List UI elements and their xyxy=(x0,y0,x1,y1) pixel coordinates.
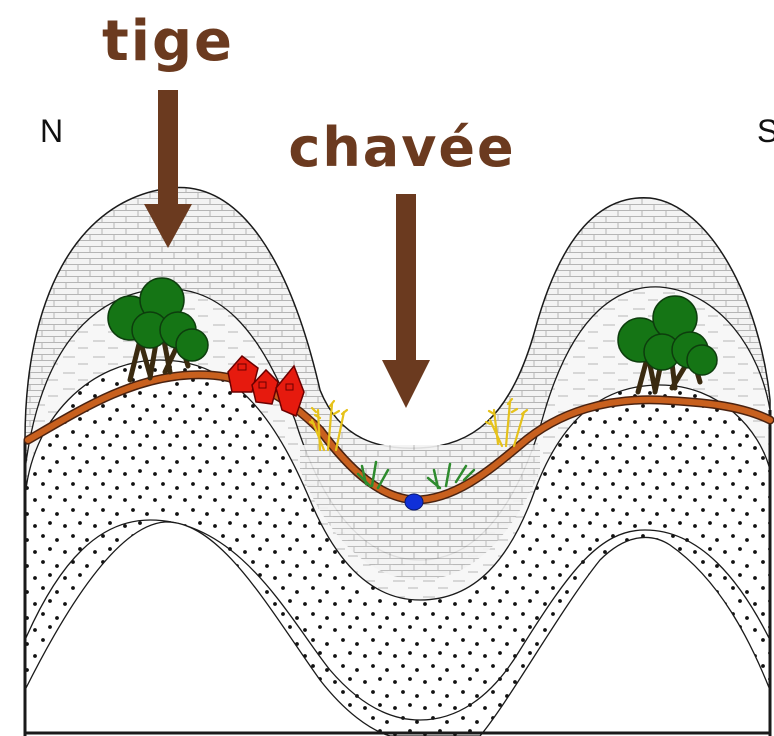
chavee-arrow xyxy=(382,194,430,408)
tige-label: tige xyxy=(102,9,234,74)
south-label: S xyxy=(757,113,774,149)
chavee-label: chavée xyxy=(288,116,515,179)
spring-icon xyxy=(405,494,423,510)
north-label: N xyxy=(40,113,63,149)
